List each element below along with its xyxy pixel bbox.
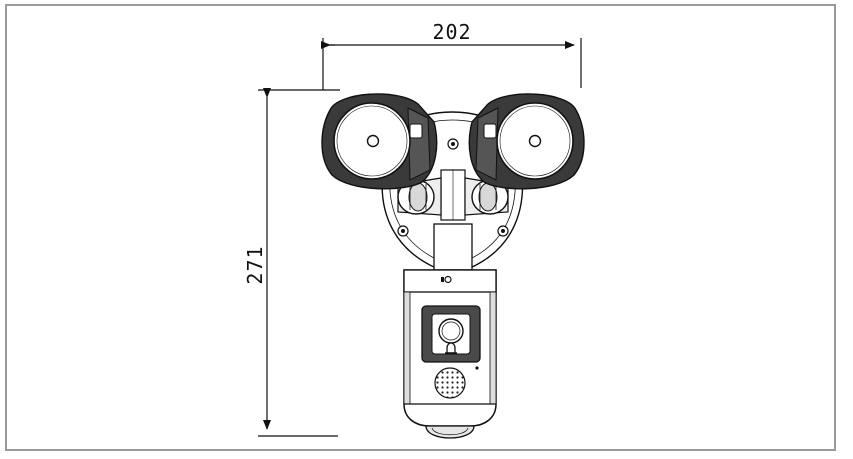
right-light-clip [483, 123, 497, 139]
width-dimension-label: 202 [432, 20, 471, 44]
camera-body [403, 269, 497, 439]
left-light-sensor [366, 134, 380, 148]
pir-sensor-dome [425, 425, 475, 439]
microphone-hole [475, 366, 479, 370]
speaker-grille [434, 367, 466, 399]
left-light-clip [409, 123, 423, 139]
camera-indicator-icon [441, 275, 452, 284]
screw-right [497, 225, 509, 237]
screw-top [447, 138, 459, 150]
right-light-sensor [528, 134, 542, 148]
neck [433, 223, 473, 271]
camera-top-cap [403, 269, 497, 293]
height-dimension-label: 271 [243, 245, 267, 284]
right-floodlight [468, 93, 585, 190]
left-floodlight [321, 93, 438, 190]
left-swivel-joint [397, 179, 435, 215]
height-dimension: 271 [243, 88, 340, 437]
right-swivel-joint [471, 179, 509, 215]
width-dimension: 202 [321, 20, 582, 90]
bell-icon [445, 342, 457, 354]
screw-left [397, 225, 409, 237]
camera-lens [438, 318, 464, 344]
